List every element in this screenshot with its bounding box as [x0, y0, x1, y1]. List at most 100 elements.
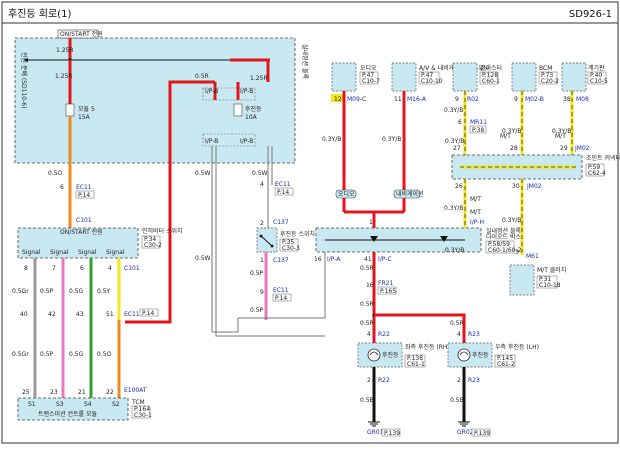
- audio-ref: P.47: [362, 72, 374, 79]
- ec11-label-b: EC11: [275, 181, 291, 188]
- switch-contact-a: [259, 234, 263, 238]
- fr21-ref-box: [377, 286, 397, 295]
- inhibitor-signal-1: Signal: [22, 249, 41, 256]
- cluster-name: 클러스터: [480, 64, 502, 72]
- tcm-label: TCM: [131, 399, 145, 406]
- mt-label-1: M/T: [500, 133, 511, 140]
- jm02-pin-r2: 29: [560, 145, 568, 152]
- wire-label-gnd1: 0.5B: [360, 397, 374, 404]
- fuse2-rating: 10A: [245, 114, 258, 121]
- dash-ref: P.40: [590, 72, 602, 79]
- pin-mid-3: 43: [76, 311, 84, 318]
- av-ref-box: [418, 71, 440, 85]
- r22-pin-bot: 2: [367, 377, 371, 384]
- bulb-icon-right: [457, 348, 471, 362]
- pin-bot-3: 21: [78, 389, 86, 396]
- gr01-ref: P.139: [384, 430, 400, 437]
- pill-nav: [393, 189, 421, 199]
- ip-a-pin: 16: [314, 256, 322, 263]
- av-pin: 11: [394, 96, 402, 103]
- junction-ref: P.58/59: [488, 241, 510, 248]
- fuse2-name: 후진등: [245, 105, 262, 113]
- wire-label-av: 0.3Y/B: [382, 136, 401, 143]
- inhibitor-ref2: C30-2: [144, 242, 162, 249]
- tcm-ref2: C30-1: [134, 412, 152, 419]
- wire-label-w4: 0.5W: [195, 255, 211, 262]
- cluster-pin: 9: [455, 96, 459, 103]
- r23-label-a: R23: [468, 331, 480, 338]
- jm02-pin-r1: 28: [510, 145, 518, 152]
- ec11-label-c: EC11: [273, 287, 289, 294]
- lamp-ref2-right: C61-2: [497, 361, 515, 368]
- fusebox-right-label: 실내정션 블록: [301, 44, 309, 80]
- lamp-ref-left: P.138: [407, 355, 423, 362]
- conn-a2: I/P-B: [240, 88, 253, 95]
- diode-icon-a: [370, 236, 378, 242]
- c137-pin-b: 1: [260, 257, 264, 264]
- e100at-label: E100AT: [124, 387, 147, 394]
- c137-label-a: C137: [273, 219, 289, 226]
- wire-top-2: 0.5P: [40, 288, 54, 295]
- ec11-ref-box-d: [139, 308, 159, 317]
- jm-ref2: C62-4: [588, 170, 606, 177]
- m61-pin-b: 3: [515, 249, 519, 256]
- dash-module-box: [561, 62, 587, 92]
- ip-c-label: I/P-C: [378, 256, 392, 263]
- dash-ref2: C10-5: [590, 78, 608, 85]
- jm-ref: P.59: [588, 164, 600, 171]
- wire-label-top: 1.25R: [56, 47, 74, 54]
- r23-pin-top: 4: [457, 331, 461, 338]
- m61-label: M61: [526, 253, 539, 260]
- switch-lever-icon: [260, 235, 273, 247]
- lamp-name-left: 후진등: [382, 351, 399, 359]
- ec11-ref-box-a: [75, 190, 95, 199]
- wire-white-bus: [212, 252, 326, 333]
- inhibitor-signal-4: Signal: [106, 249, 125, 256]
- wire-top-1: 0.5Gr: [12, 288, 29, 295]
- av-ref2: C10-10: [421, 78, 443, 85]
- audio-pin: 12: [334, 96, 342, 103]
- wire-label-dash: 0.3Y/B: [552, 128, 571, 135]
- wire-top-4: 0.5Y: [97, 288, 111, 295]
- wire-label-gnd2: 0.5B: [450, 397, 464, 404]
- dash-pin: 38: [563, 96, 571, 103]
- wire-top-3: 0.5G: [69, 288, 84, 295]
- gr01-ref-box: [381, 428, 401, 437]
- wire-label-r4: 0.3Y/B: [445, 247, 464, 254]
- diagram-code: SD926-1: [569, 9, 612, 20]
- relay-box: [202, 87, 256, 101]
- ip-h-pin: 1: [369, 219, 373, 226]
- wire-label-cl1: 0.3Y/B: [444, 107, 463, 114]
- lamp-box-right: [447, 342, 493, 368]
- wire-label-mid2: 0.5R: [360, 301, 374, 308]
- av-ref: P.47: [421, 72, 433, 79]
- wire-label-w6: 0.5P: [250, 307, 264, 314]
- wire-label-w1: 0.5O: [48, 170, 63, 177]
- pin-top-3: 6: [80, 265, 84, 272]
- gr01-label: GR01: [367, 429, 384, 436]
- pin-top-2: 7: [52, 265, 56, 272]
- dash-ref-box: [587, 71, 607, 85]
- module-audio: 오디오 P.47 C10-7: [331, 62, 380, 92]
- wire-label-mid3: 0.5R: [360, 320, 374, 327]
- r23-label-b: R23: [468, 377, 480, 384]
- switch-name: 후진등 스위치: [280, 230, 315, 238]
- conn-a4: I/P-B: [240, 138, 253, 145]
- wire-label-w3: 0.5W: [252, 170, 268, 177]
- wire-bot-1: 0.5Gr: [12, 351, 29, 358]
- jm-ref-box: [585, 163, 605, 177]
- mt-label-2: M/T: [555, 133, 566, 140]
- lamp-ref-box-right: [494, 354, 516, 368]
- cluster-ref-box: [479, 71, 499, 85]
- ec11-ref-b: P.14: [277, 189, 289, 196]
- wire-label-mid1: 0.5R: [360, 265, 374, 272]
- tcm-pin-1: S1: [28, 401, 36, 408]
- diagram-title: 후진등 회로(1): [8, 8, 71, 20]
- tcm-pin-4: S2: [112, 401, 120, 408]
- mt-label-4: M/T: [470, 209, 481, 216]
- conn-a1: I/P-B: [205, 88, 218, 95]
- bcm-module-box: [511, 62, 537, 92]
- junction-ref2: C60-1/60-2: [488, 247, 522, 254]
- switch-ref2: C30-3: [282, 245, 300, 252]
